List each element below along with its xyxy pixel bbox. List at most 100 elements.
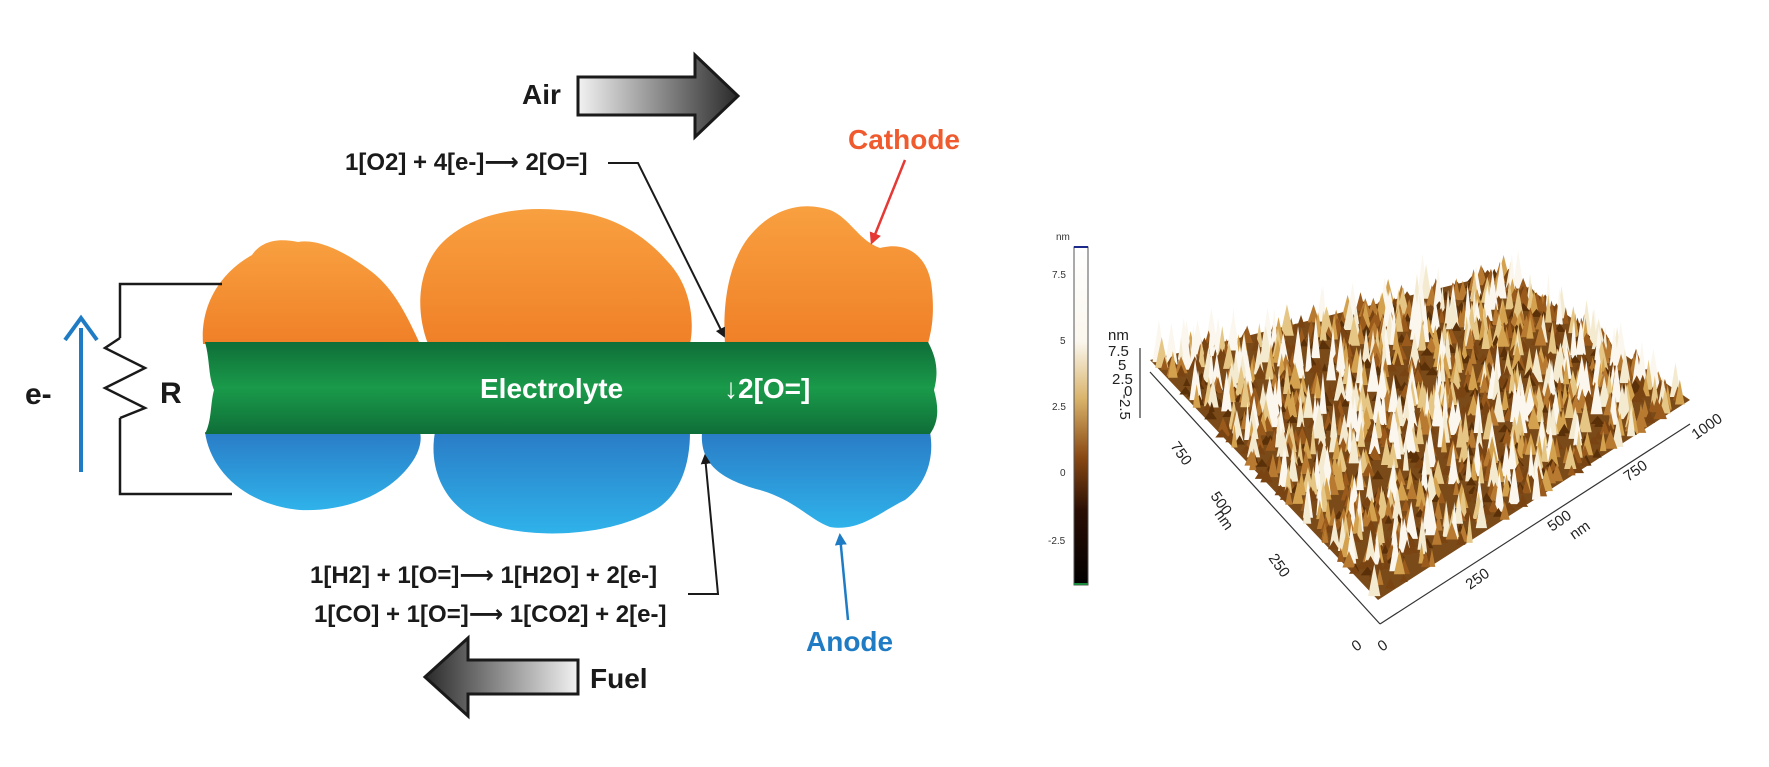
surface-peak [1456, 309, 1466, 328]
surface-peak [1431, 386, 1444, 427]
anode-label: Anode [806, 626, 893, 657]
surface-peak [1458, 434, 1471, 463]
surface-peak [1399, 573, 1408, 582]
colorbar-tick-0: 0 [1060, 468, 1066, 479]
surface-peak [1421, 550, 1431, 568]
surface-peak [1468, 421, 1476, 431]
surface-peak [1280, 304, 1294, 336]
surface-peak [1367, 445, 1382, 461]
surface-peak [1322, 526, 1329, 543]
y-axis-tick-750: 750 [1167, 439, 1195, 469]
surface-peak [1288, 362, 1302, 389]
surface-peak [1547, 321, 1557, 354]
z-axis-tick-2_5: 2.5 [1112, 371, 1133, 388]
surface-peak [1338, 414, 1351, 445]
surface-peak [1524, 347, 1535, 376]
surface-peak [1381, 544, 1390, 554]
surface-peak [1535, 392, 1545, 422]
surface-peak [1499, 501, 1510, 520]
surface-peak [1446, 399, 1460, 435]
surface-peak [1183, 378, 1191, 387]
surface-peak [1469, 345, 1477, 364]
surface-peak [1203, 401, 1212, 411]
surface-peak [1618, 387, 1628, 420]
surface-peak [1465, 476, 1477, 486]
surface-peak [1526, 405, 1541, 430]
surface-peak [1287, 448, 1299, 482]
surface-peak [1467, 364, 1478, 391]
surface-peak [1299, 338, 1309, 347]
surface-peak [1373, 531, 1381, 565]
surface-peak [1548, 359, 1556, 397]
surface-peak [1367, 297, 1380, 317]
surface-peak [1376, 568, 1384, 585]
surface-peak [1313, 374, 1322, 399]
surface-peak [1512, 360, 1525, 371]
surface-peak [1461, 411, 1470, 443]
surface-peak [1366, 351, 1380, 392]
surface-peak [1459, 405, 1467, 414]
surface-peak [1324, 384, 1335, 399]
surface-peak [1420, 347, 1434, 356]
surface-peak [1223, 341, 1235, 369]
surface-peak [1594, 431, 1603, 440]
surface-peak [1433, 267, 1443, 308]
surface-peak [1573, 464, 1585, 474]
surface-peak [1590, 376, 1603, 415]
surface-peak [1303, 383, 1314, 418]
surface-peak [1246, 428, 1261, 458]
air-label: Air [522, 79, 561, 110]
surface-peak [1518, 277, 1528, 290]
surface-peak [1402, 539, 1412, 555]
surface-peak [1573, 413, 1583, 446]
surface-peak [1487, 499, 1499, 513]
surface-peak [1555, 409, 1564, 433]
anode-reaction-equation-co: 1[CO] + 1[O=]⟶ 1[CO2] + 2[e-] [314, 601, 666, 628]
surface-peak [1249, 451, 1257, 471]
surface-peak [1401, 332, 1413, 347]
colorbar-tick-5: 5 [1060, 336, 1066, 347]
surface-peak [1382, 557, 1390, 570]
surface-peak [1428, 548, 1436, 567]
surface-peak [1420, 264, 1432, 299]
surface-peak [1372, 470, 1384, 480]
surface-peak [1674, 379, 1685, 405]
surface-peak [1564, 444, 1577, 470]
surface-peak [1207, 320, 1215, 357]
surface-peak [1300, 450, 1312, 475]
surface-peak [1575, 318, 1586, 355]
surface-peak [1566, 382, 1575, 402]
surface-peak [1541, 435, 1548, 462]
afm-panel: nm 7.5 5 2.5 0 -2.5 nm 7.5 5 2.5 0 -2.5 … [1048, 232, 1726, 655]
surface-peak [1437, 490, 1446, 504]
surface-peak [1448, 443, 1459, 485]
surface-peak [1503, 447, 1512, 486]
surface-peak [1329, 517, 1340, 548]
surface-peak [1368, 564, 1381, 597]
surface-peak [1626, 405, 1636, 437]
surface-peak [1393, 549, 1405, 575]
surface-peak [1597, 376, 1611, 407]
surface-peak [1227, 375, 1236, 403]
surface-peak [1454, 493, 1464, 524]
surface-peak [1578, 400, 1592, 433]
surface-peak [1333, 369, 1347, 401]
cathode-reaction-pointer [608, 162, 725, 338]
surface-peak [1420, 450, 1429, 493]
surface-peak [1580, 444, 1590, 457]
resistor-zigzag [102, 336, 149, 420]
surface-peak [1445, 522, 1458, 540]
afm-3d-axes [1139, 348, 1691, 625]
electron-flow-arrow [63, 314, 99, 472]
surface-peak [1296, 395, 1305, 428]
surface-peak [1478, 459, 1485, 484]
surface-peak [1487, 270, 1499, 310]
afm-colorbar: nm 7.5 5 2.5 0 -2.5 [1048, 232, 1089, 586]
surface-peak [1451, 322, 1462, 331]
surface-peak [1274, 413, 1282, 448]
surface-peak [1553, 323, 1566, 333]
surface-peak [1292, 479, 1304, 504]
surface-peak [1495, 258, 1507, 299]
surface-peak [1332, 436, 1342, 460]
